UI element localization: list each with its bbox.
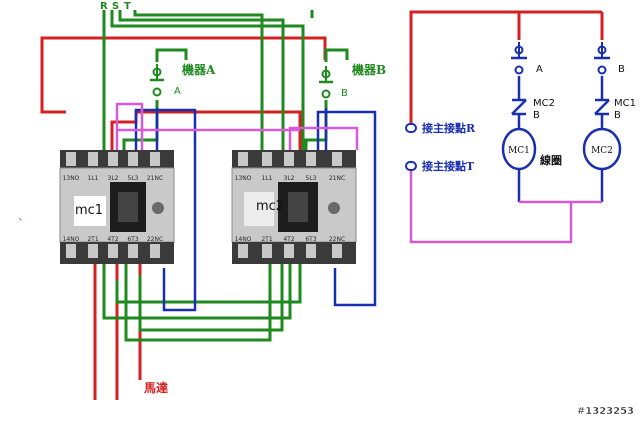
contactor-mc1: mc1 [59, 150, 175, 264]
machine-a-label: 機器A [182, 62, 216, 77]
interlock-contact-1 [511, 98, 527, 116]
schematic-magenta-wires [409, 170, 602, 244]
physical-wiring: 機器A A 機器B B R S T [18, 1, 386, 400]
contactor-1-label: mc1 [75, 203, 103, 218]
coil-1-label: MC1 [508, 146, 530, 156]
switch-b-letter: B [341, 88, 348, 99]
mc2-bottom-terminal-labels: 14NO 2T1 4T2 6T3 22NC [235, 236, 346, 243]
mc2-terminal-label: 21NC [329, 175, 345, 182]
motor-label: 馬達 [144, 380, 168, 395]
mc1-terminal-label: 3L2 [108, 175, 119, 182]
schematic-switch-b-label: B [618, 64, 625, 75]
main-contact-t-label: 接主接點T [422, 159, 475, 173]
mc2-terminal-label: 1L1 [262, 175, 273, 182]
phase-s-label: S [112, 1, 119, 12]
watermark: #1323253 [577, 406, 634, 417]
mc1-terminal-label: 1L1 [88, 175, 99, 182]
mc2-terminal-label: 14NO [235, 236, 252, 243]
mc1-terminal-label: 2T1 [87, 236, 98, 243]
schematic-blue-wires [517, 76, 604, 202]
schematic-switch-a-label: A [536, 64, 543, 75]
mc1-top-terminal-labels: 13NO 1L1 3L2 5L3 21NC [63, 175, 164, 182]
mc2-terminal-label: 13NO [235, 175, 252, 182]
interlock-2-letter: B [614, 110, 621, 121]
mc1-terminal-label: 4T2 [107, 236, 118, 243]
schematic-switch-b [594, 42, 610, 75]
mc1-terminal-label: 21NC [147, 175, 163, 182]
mc1-terminal-label: 5L3 [128, 175, 139, 182]
phase-t-label: T [124, 1, 131, 12]
mc2-terminal-label: 22NC [329, 236, 345, 243]
mc2-terminal-label: 2T1 [261, 236, 272, 243]
machine-b-label: 機器B [352, 62, 386, 77]
mc2-terminal-label: 6T3 [305, 236, 316, 243]
interlock-contact-2 [594, 98, 610, 116]
main-contact-t-terminal [405, 161, 417, 171]
mc1-terminal-label: 14NO [63, 236, 80, 243]
schematic-red-wires [409, 10, 604, 125]
push-button-b [319, 66, 333, 99]
interlock-2-name: MC1 [614, 98, 636, 109]
mc2-terminal-label: 4T2 [283, 236, 294, 243]
mc1-bottom-terminal-labels: 14NO 2T1 4T2 6T3 22NC [63, 236, 164, 243]
mc2-terminal-label: 5L3 [306, 175, 317, 182]
magenta-wires [115, 102, 359, 150]
schematic-switch-a [511, 42, 527, 75]
coil-mc2: MC2 [582, 127, 622, 171]
coil-2-label: MC2 [591, 146, 613, 156]
push-button-a [150, 64, 164, 97]
mc1-terminal-label: 6T3 [127, 236, 138, 243]
mc2-terminal-label: 3L2 [284, 175, 295, 182]
main-contact-r-terminal [405, 123, 417, 133]
phase-r-label: R [100, 1, 108, 12]
coil-caption: 線圈 [540, 153, 562, 167]
interlock-1-name: MC2 [533, 98, 555, 109]
mc2-top-terminal-labels: 13NO 1L1 3L2 5L3 21NC [235, 175, 346, 182]
coil-mc1: MC1 [501, 127, 537, 171]
switch-a-letter: A [174, 86, 181, 97]
contactor-2-label: mc2 [256, 199, 284, 214]
control-schematic: A B MC2 B MC1 B MC1 [405, 10, 636, 244]
main-contact-r-label: 接主接點R [422, 121, 476, 135]
mc1-terminal-label: 22NC [147, 236, 163, 243]
interlock-1-letter: B [533, 110, 540, 121]
stray-mark: ` [18, 217, 24, 231]
contactor-mc2: mc2 [231, 150, 357, 264]
mc1-terminal-label: 13NO [63, 175, 80, 182]
